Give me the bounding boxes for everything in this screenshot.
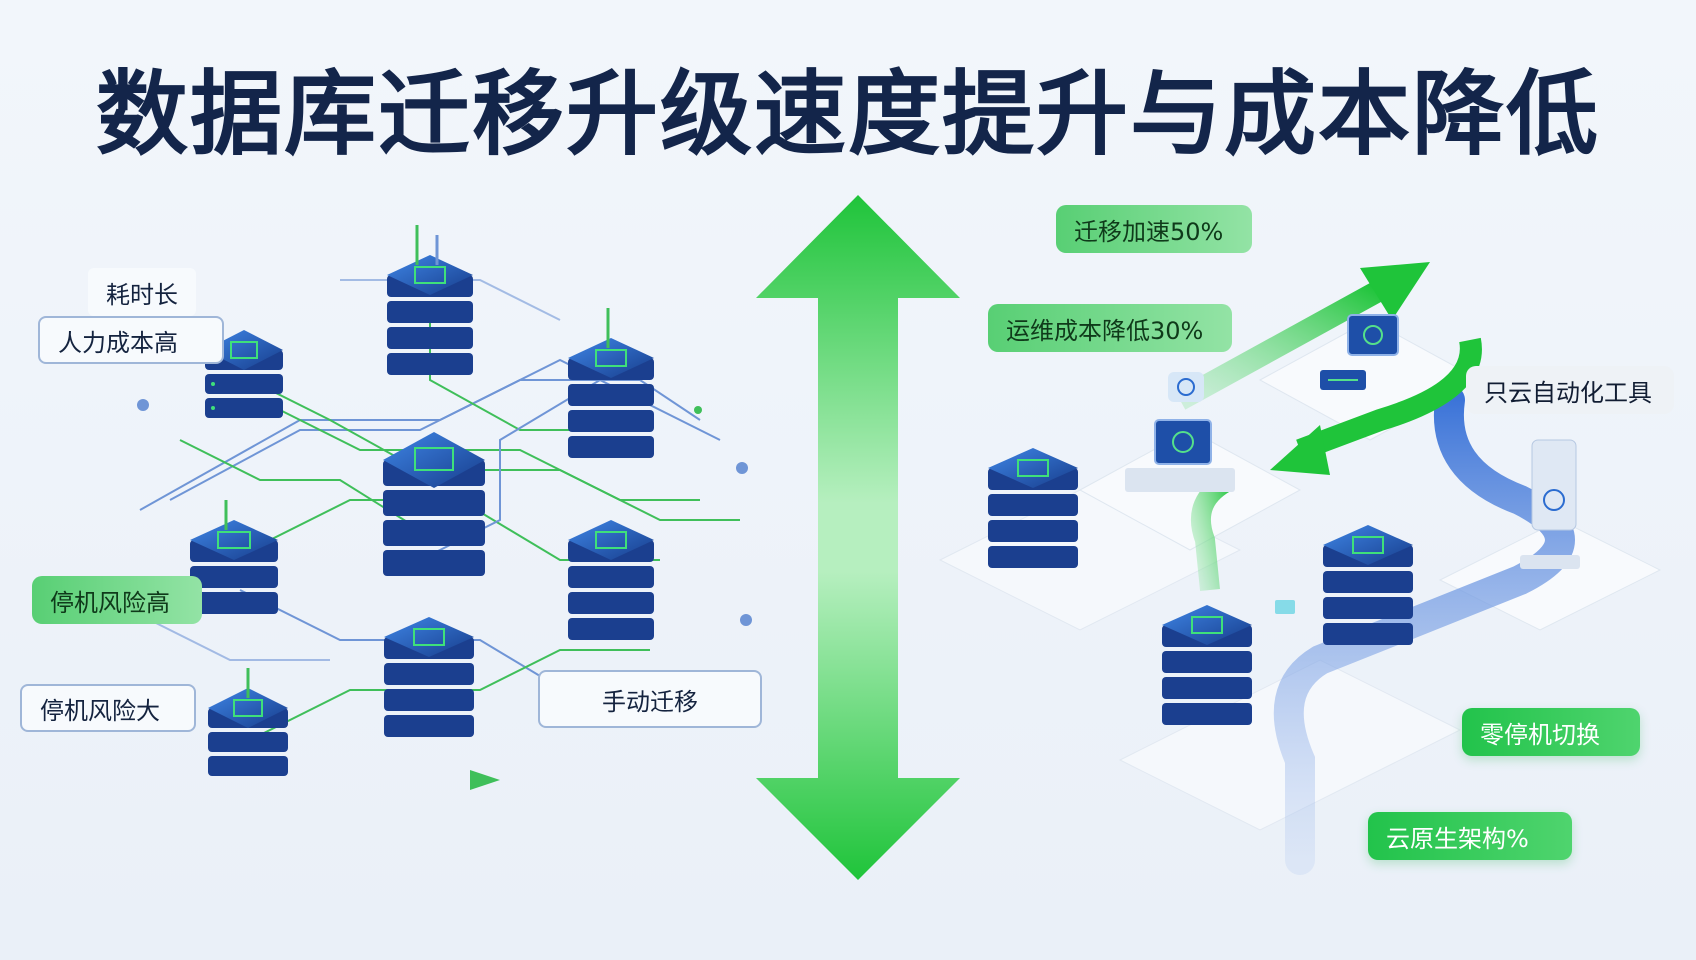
green-flow-arrows (1174, 262, 1482, 591)
double-arrow-icon (756, 195, 960, 880)
label-downtime-risk-high: 停机风险高 (32, 576, 202, 624)
label-manual-migration: 手动迁移 (538, 670, 762, 728)
label-labor-cost: 人力成本高 (38, 316, 224, 364)
cloud-icon (1168, 372, 1204, 402)
server-stack-icon (568, 308, 654, 458)
left-server-cluster (190, 225, 654, 776)
keyboard-icon (1320, 370, 1366, 390)
label-migration-speed: 迁移加速50% (1056, 205, 1252, 253)
page-title: 数据库迁移升级速度提升与成本降低 (95, 61, 1600, 168)
label-cloud-native: 云原生架构% (1368, 812, 1572, 860)
cloud-devices (1125, 314, 1580, 614)
label-ops-cost: 运维成本降低30% (988, 304, 1232, 352)
server-stack-icon (1323, 525, 1413, 645)
right-platforms (938, 319, 1662, 831)
server-stack-icon (387, 225, 473, 375)
server-stack-icon (568, 520, 654, 640)
device-base (1520, 555, 1580, 569)
lock-icon (1531, 439, 1577, 531)
right-server-cluster (988, 448, 1413, 725)
arrow-head-icon (1360, 262, 1430, 320)
arrow-head-icon (1270, 425, 1330, 475)
label-zero-downtime: 零停机切换 (1462, 708, 1640, 756)
small-chip-icon (1275, 600, 1295, 614)
server-stack-icon (205, 330, 283, 418)
server-stack-icon (208, 668, 288, 776)
label-cloud-tools: 只云自动化工具 (1466, 366, 1674, 414)
monitor-icon (1347, 314, 1399, 356)
server-stack-icon (190, 500, 278, 614)
label-time-long: 耗时长 (88, 268, 196, 316)
server-stack-icon (1162, 605, 1252, 725)
server-stack-icon (988, 448, 1078, 568)
circuit-traces (137, 279, 752, 790)
monitor-icon (1125, 419, 1235, 492)
server-stack-icon (384, 617, 474, 737)
label-downtime-risk: 停机风险大 (20, 684, 196, 732)
blue-flow-path (1273, 385, 1575, 875)
server-stack-icon (383, 432, 485, 576)
